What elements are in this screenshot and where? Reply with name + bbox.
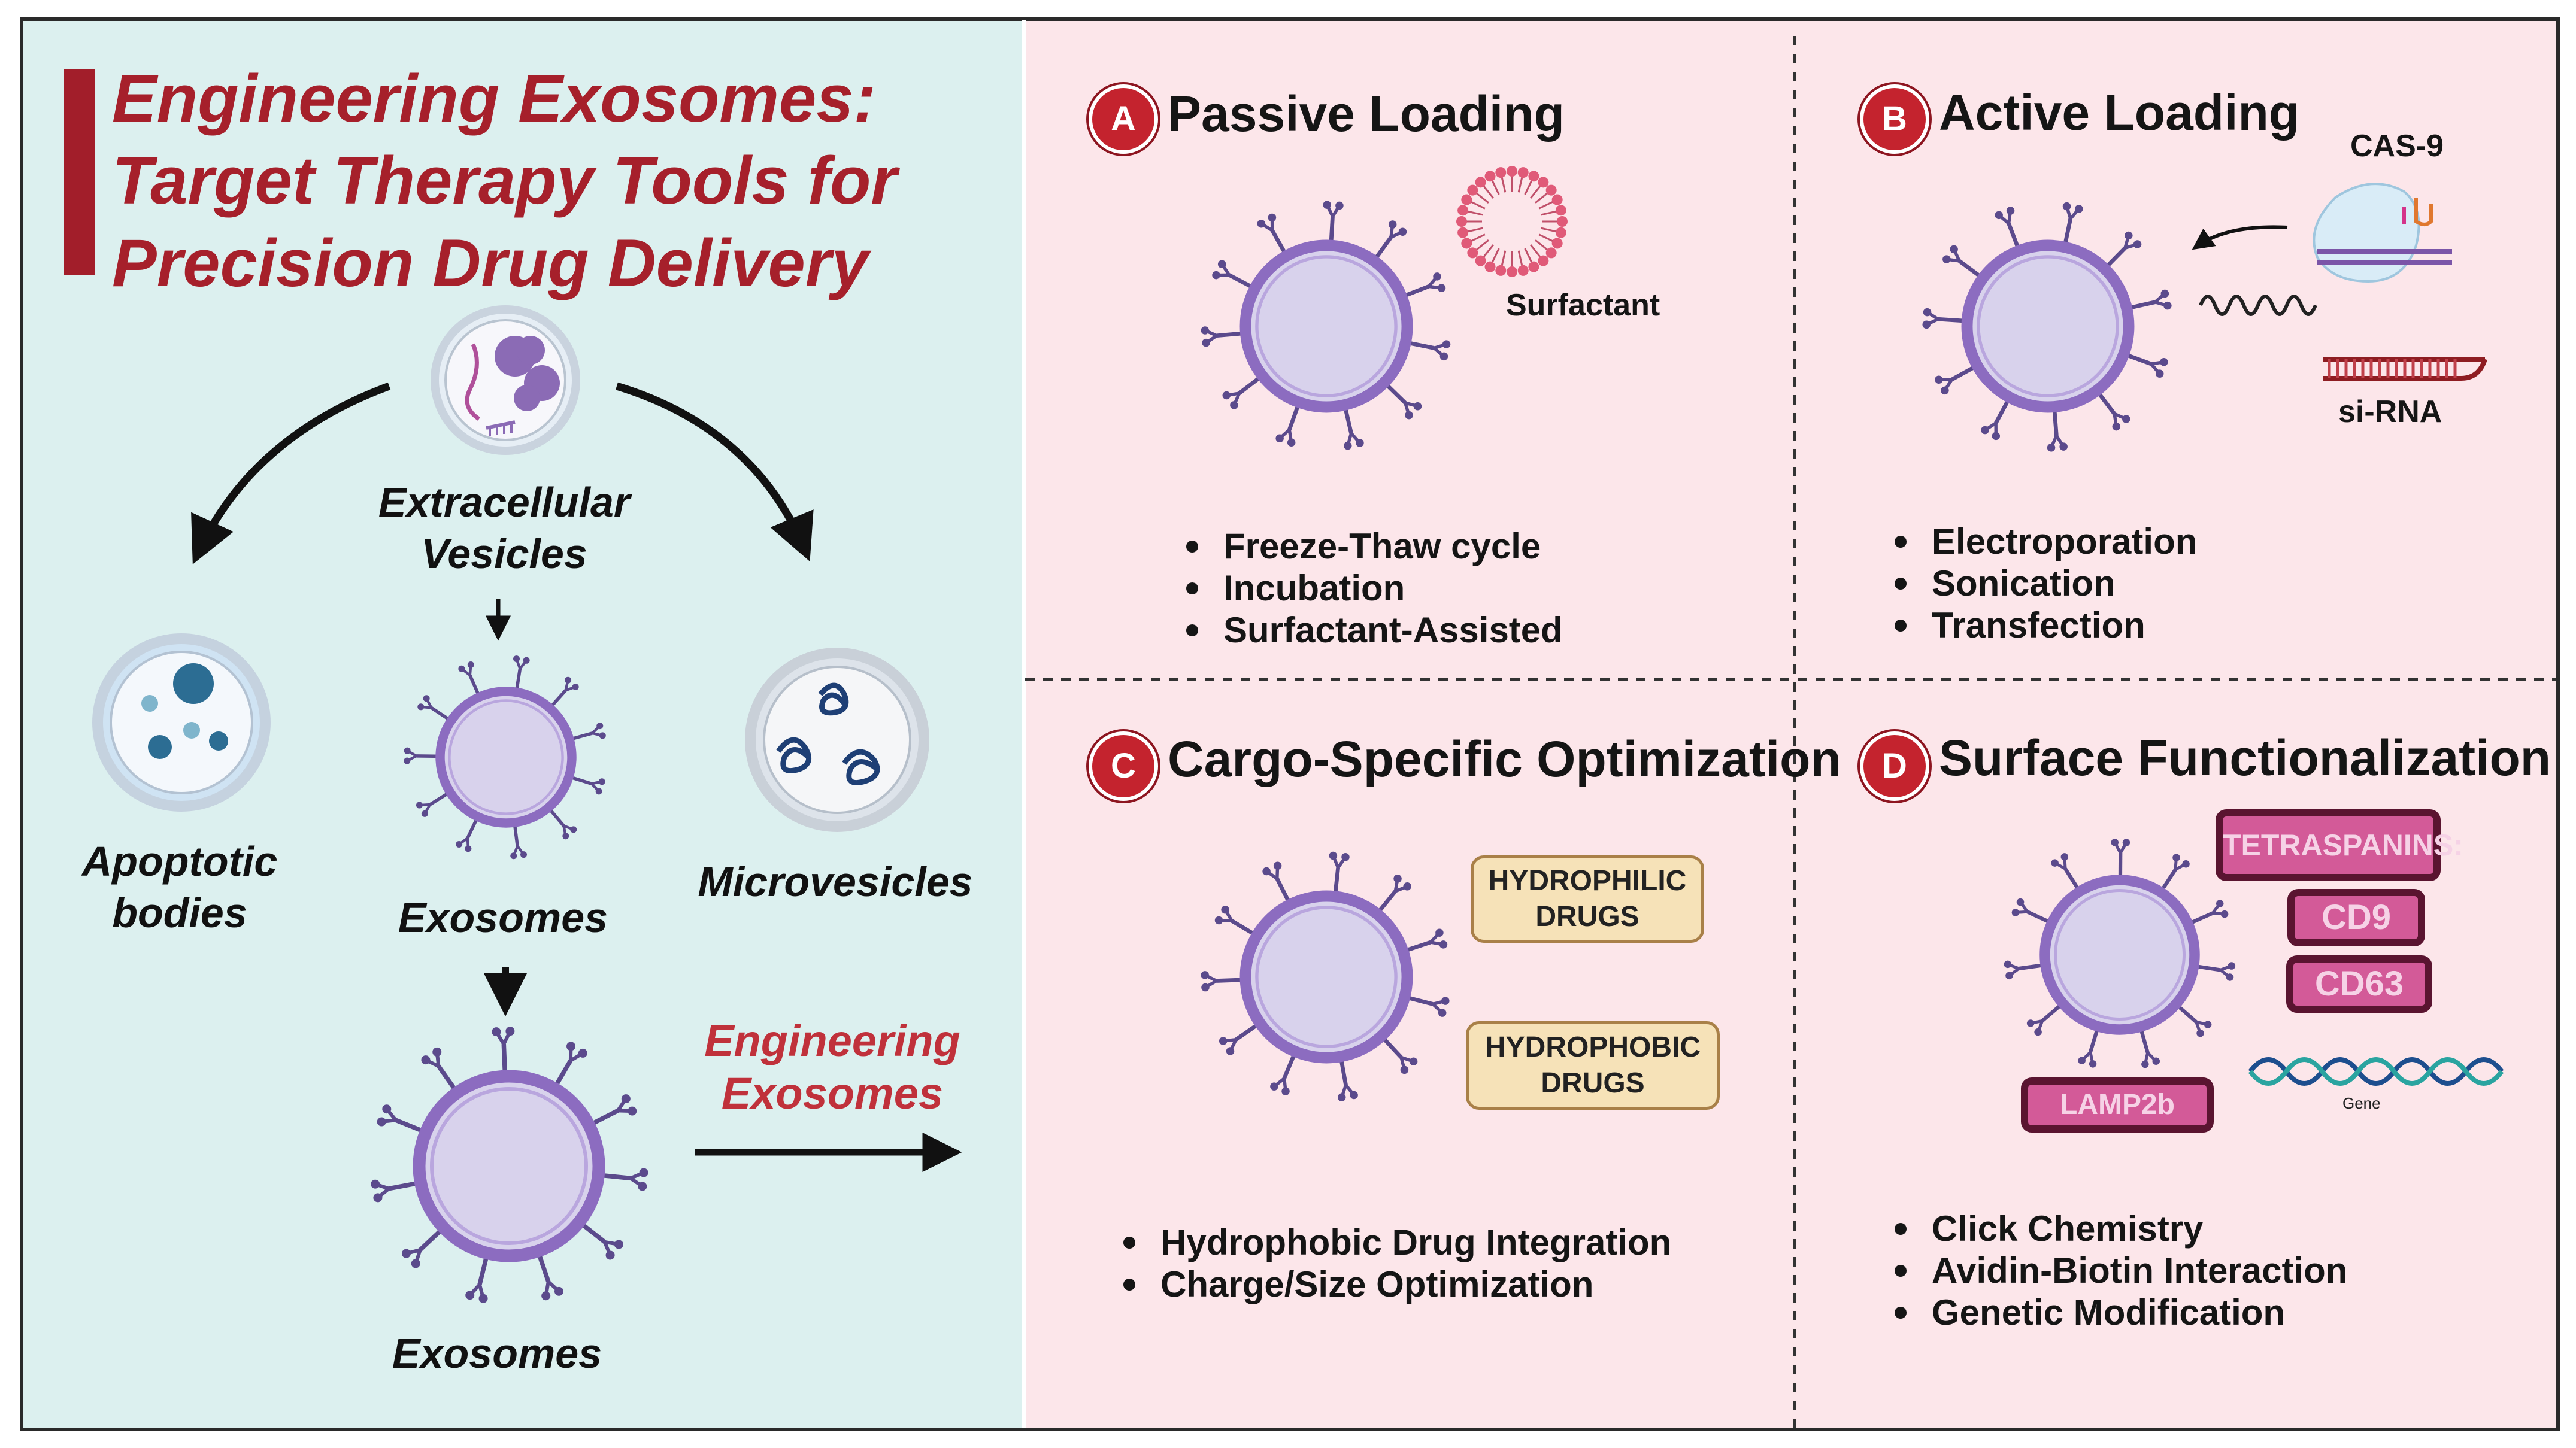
exosome-active	[1922, 202, 2172, 452]
list-item: Electroporation	[1891, 521, 2197, 563]
list-item: Incubation	[1183, 567, 1563, 609]
panel-c-bullets: Hydrophobic Drug Integration Charge/Size…	[1120, 1222, 1671, 1306]
exosome-cargo	[1201, 851, 1450, 1101]
arrow-to-microvesicles	[616, 382, 814, 562]
exosome-large	[371, 1027, 648, 1303]
title-accent-bar	[64, 69, 95, 275]
hydrophobic-drugs-box: HYDROPHOBIC DRUGS	[1466, 1021, 1720, 1110]
apoptotic-label-line2: bodies	[112, 890, 247, 936]
arrow-cargo-into-exosome	[2192, 225, 2288, 250]
panel-d-bullets: Click Chemistry Avidin-Biotin Interactio…	[1891, 1208, 2347, 1334]
exosome-surface	[2004, 839, 2236, 1068]
list-item: Charge/Size Optimization	[1120, 1264, 1671, 1306]
list-item: Avidin-Biotin Interaction	[1891, 1250, 2347, 1292]
list-item: Sonication	[1891, 563, 2197, 605]
panel-b-bullets: Electroporation Sonication Transfection	[1891, 521, 2197, 646]
engineering-label-line1: Engineering	[704, 1016, 960, 1065]
badge-b: B	[1860, 84, 1929, 154]
hydrophilic-line2: DRUGS	[1535, 901, 1639, 933]
tetraspanins-tag: TETRASPANINS:	[2216, 809, 2463, 881]
cd63-tag: CD63	[2286, 955, 2432, 1013]
surfactant-label: Surfactant	[1506, 288, 1660, 323]
panel-b-title: Active Loading	[1939, 84, 2300, 141]
extracellular-label: Extracellular Vesicles	[354, 476, 654, 579]
cas9-label: CAS-9	[2350, 129, 2444, 163]
panel-c-title: Cargo-Specific Optimization	[1168, 731, 1841, 787]
sirna-icon	[2323, 357, 2487, 381]
gene-dna-icon	[2248, 1057, 2504, 1086]
surfactant-micelle-icon	[1456, 166, 1568, 277]
microvesicles-label: Microvesicles	[698, 858, 973, 905]
list-item: Hydrophobic Drug Integration	[1120, 1222, 1671, 1264]
extracellular-label-line1: Extracellular	[378, 479, 631, 526]
badge-c: C	[1089, 731, 1158, 801]
list-item: Genetic Modification	[1891, 1292, 2347, 1334]
hydrophilic-drugs-box: HYDROPHILIC DRUGS	[1471, 855, 1704, 943]
title-line-1: Engineering Exosomes:	[112, 61, 876, 136]
gene-label: Gene	[2342, 1094, 2381, 1112]
extracellular-vesicle-icon	[431, 305, 580, 455]
exosomes-label-large: Exosomes	[392, 1330, 602, 1377]
exosome-passive	[1201, 201, 1451, 450]
panel-a-title: Passive Loading	[1168, 86, 1565, 142]
exosomes-label-small: Exosomes	[398, 894, 608, 941]
hydrophobic-line1: HYDROPHOBIC	[1484, 1031, 1701, 1063]
cas9-icon	[2313, 183, 2452, 283]
exosome-ev-small	[404, 655, 606, 860]
hydrophobic-line2: DRUGS	[1541, 1067, 1645, 1099]
hydrophilic-line1: HYDROPHILIC	[1488, 865, 1687, 897]
badge-a: A	[1089, 84, 1158, 154]
list-item: Click Chemistry	[1891, 1208, 2347, 1250]
title-line-3: Precision Drug Delivery	[112, 226, 869, 300]
panel-d-title: Surface Functionalization	[1939, 730, 2551, 786]
list-item: Surfactant-Assisted	[1183, 609, 1563, 651]
apoptotic-bodies-label: Apoptotic bodies	[60, 836, 299, 939]
apoptotic-bodies-icon	[92, 633, 271, 812]
badge-d: D	[1860, 731, 1929, 801]
list-item: Freeze-Thaw cycle	[1183, 526, 1563, 567]
arrow-to-apoptotic-bodies	[191, 382, 391, 564]
panel-a-bullets: Freeze-Thaw cycle Incubation Surfactant-…	[1183, 526, 1563, 651]
extracellular-label-line2: Vesicles	[421, 530, 587, 577]
lamp2b-tag: LAMP2b	[2021, 1077, 2214, 1133]
title-line-2: Target Therapy Tools for	[112, 143, 897, 218]
sirna-label: si-RNA	[2338, 394, 2442, 429]
rna-wave	[2199, 295, 2317, 316]
engineering-exosomes-label: Engineering Exosomes	[683, 1015, 982, 1120]
cd9-tag: CD9	[2287, 889, 2425, 946]
apoptotic-label-line1: Apoptotic	[81, 838, 278, 885]
list-item: Transfection	[1891, 605, 2197, 646]
outer-border	[20, 17, 2560, 1431]
engineering-label-line2: Exosomes	[721, 1068, 944, 1118]
microvesicles-icon	[745, 648, 929, 832]
